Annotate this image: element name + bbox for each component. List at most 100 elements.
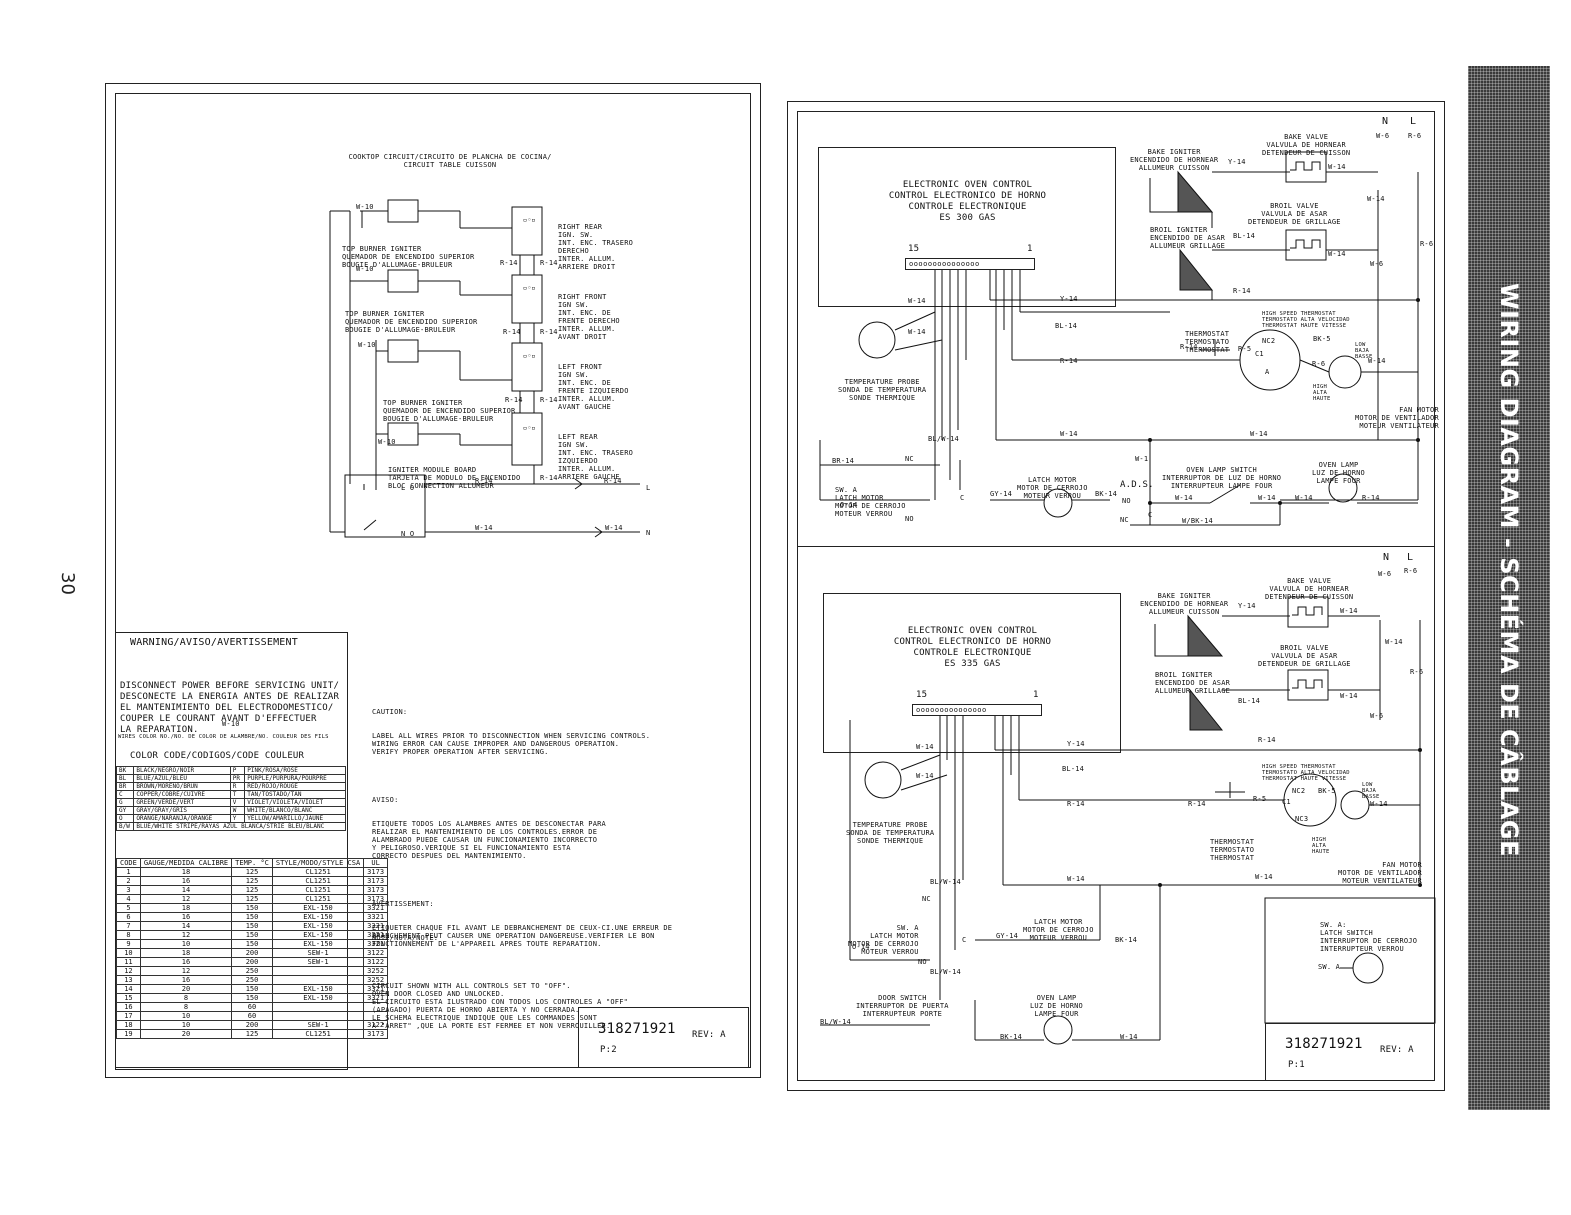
left-page: P:2 <box>600 1045 617 1055</box>
bottom-w14-d: W-14 <box>916 743 934 751</box>
top-bl14: BL-14 <box>1233 232 1256 240</box>
gauge-cell: 3173 <box>363 1029 389 1039</box>
bottom-blw14-b: BL/W-14 <box>930 968 961 976</box>
left-title-block <box>578 1007 749 1068</box>
warning-title: WARNING/AVISO/AVERTISSEMENT <box>130 637 298 648</box>
top-br14: BR-14 <box>832 457 855 465</box>
top-w14-j: W-14 <box>1258 494 1276 502</box>
igniter-1 <box>360 199 461 228</box>
top-c: C <box>960 494 965 502</box>
bottom-w14-g: W-14 <box>1067 875 1085 883</box>
svg-text:▫◦▫: ▫◦▫ <box>523 424 536 432</box>
top-control-box <box>818 147 1116 307</box>
top-w14-c: W-14 <box>1328 250 1346 258</box>
terminal-no: N O <box>401 530 415 538</box>
top-nc-2: NC <box>1120 516 1129 524</box>
bottom-nc3: NC3 <box>1295 815 1309 823</box>
top-w1: W-1 <box>1135 455 1149 463</box>
cooktop-title: COOKTOP CIRCUIT/CIRCUITO DE PLANCHA DE C… <box>348 153 552 169</box>
left-rev: REV: A <box>692 1030 726 1040</box>
top-w14-b: W-14 <box>1367 195 1385 203</box>
gauge-cell: CL1251 <box>271 1029 365 1039</box>
bottom-control-box <box>823 593 1121 753</box>
top-no: NO <box>905 515 914 523</box>
top-r6-b: R-6 <box>1420 240 1434 248</box>
top-r14-c: R-14 <box>1180 343 1198 351</box>
top-wbk14: W/BK-14 <box>1182 517 1213 525</box>
top-gy14: GY-14 <box>990 490 1013 498</box>
bottom-bk5: BK-5 <box>1318 787 1336 795</box>
top-w14-i: W-14 <box>1175 494 1193 502</box>
terminal-lo: L O <box>401 484 415 492</box>
bottom-y14-b: Y-14 <box>1067 740 1085 748</box>
warning-text: DISCONNECT POWER BEFORE SERVICING UNIT/D… <box>120 681 340 735</box>
wire-r14-b: R-14 <box>540 259 558 267</box>
bottom-w6-b: W-6 <box>1370 712 1384 720</box>
caution-block: CAUTION: LABEL ALL WIRES PRIOR TO DISCON… <box>372 708 673 948</box>
bottom-nc2: NC2 <box>1292 787 1306 795</box>
top-y14-b: Y-14 <box>1060 295 1078 303</box>
top-r14-d: R-14 <box>1362 494 1380 502</box>
bottom-r5: R-5 <box>1253 795 1267 803</box>
line-n-label: N <box>646 529 651 537</box>
wire-w10-3: W-10 <box>358 341 376 349</box>
bottom-l: L <box>1407 552 1414 563</box>
bottom-y14: Y-14 <box>1238 602 1256 610</box>
warning-block <box>115 632 348 1070</box>
top-n: N <box>1382 116 1389 127</box>
right-divider <box>797 546 1435 547</box>
bottom-r14-a: R-14 <box>1258 736 1276 744</box>
top-bl14-b: BL-14 <box>1055 322 1078 330</box>
bottom-w14-i: W-14 <box>1120 1033 1138 1041</box>
bottom-w14-b: W-14 <box>1385 638 1403 646</box>
right-sheet-inner <box>797 111 1435 1081</box>
wire-w10-4: W-10 <box>378 438 396 446</box>
bottom-w14-a: W-14 <box>1340 607 1358 615</box>
bottom-w14-e: W-14 <box>916 772 934 780</box>
top-w6-a: W-6 <box>1376 132 1390 140</box>
wire-example-note: WIRES COLOR NO./NO. DE COLOR DE ALAMBRE/… <box>118 734 329 740</box>
bottom-nc: NC <box>922 895 931 903</box>
wire-w10-1: W-10 <box>356 203 374 211</box>
top-nc2: NC2 <box>1262 337 1276 345</box>
top-l: L <box>1410 116 1417 127</box>
bottom-c: C <box>962 936 967 944</box>
bottom-sw-a: SW. A <box>1318 963 1341 971</box>
wire-w14-b: W-14 <box>605 524 623 532</box>
wire-r14-h: R-14 <box>540 474 558 482</box>
bottom-r6-b: R-6 <box>1410 668 1424 676</box>
color-code-title: COLOR CODE/CODIGOS/CODE COULEUR <box>130 751 305 761</box>
right-page: P:1 <box>1288 1060 1305 1070</box>
top-blw14: BL/W-14 <box>928 435 959 443</box>
top-pin-last: 1 <box>1027 244 1033 254</box>
top-bk14: BK-14 <box>1095 490 1118 498</box>
bottom-gy14: GY-14 <box>996 932 1019 940</box>
